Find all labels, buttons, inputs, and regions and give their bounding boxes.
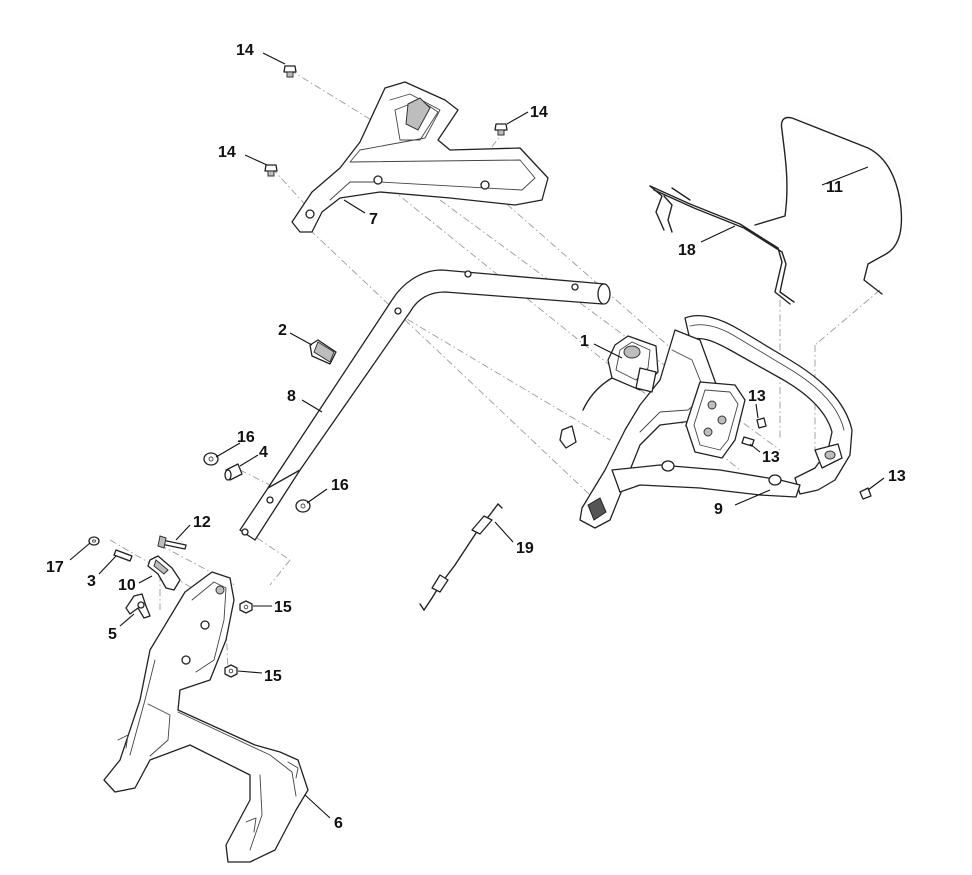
callout-13-right: 13 [888, 468, 906, 485]
part-3-pin [113, 549, 133, 562]
part-2-knob [309, 339, 337, 365]
part-7-handle-cover [291, 81, 549, 233]
part-19-cable [419, 503, 503, 611]
callout-11: 11 [826, 179, 843, 196]
callout-6: 6 [334, 815, 343, 832]
callout-2: 2 [278, 322, 287, 339]
leader-lines [69, 52, 885, 819]
callout-15-bottom: 15 [264, 668, 282, 685]
callout-13-top: 13 [748, 388, 766, 405]
callout-15-top: 15 [274, 599, 292, 616]
part-16-washer-right [295, 499, 311, 513]
part-15-nut-top [239, 600, 253, 614]
callout-13-mid: 13 [762, 449, 780, 466]
callout-5: 5 [108, 626, 117, 643]
callout-1: 1 [580, 333, 589, 350]
screw-13-right [859, 487, 872, 500]
callout-labels: 14 14 14 7 11 18 1 2 8 13 13 13 9 19 16 … [46, 42, 906, 832]
callout-12: 12 [193, 514, 211, 531]
part-4-sleeve [224, 463, 243, 481]
part-6-lower-handle [103, 571, 309, 863]
callout-14-left: 14 [218, 144, 236, 161]
callout-14-top: 14 [236, 42, 254, 59]
part-10-lever [147, 555, 181, 591]
part-8-handle-tube [239, 269, 611, 541]
screw-14-left [264, 164, 278, 177]
callout-16-right: 16 [331, 477, 349, 494]
part-11-bail-wire [751, 110, 908, 295]
part-5-wing-knob [125, 593, 151, 619]
callout-16-left: 16 [237, 429, 255, 446]
callout-17: 17 [46, 559, 64, 576]
part-17-washer [88, 536, 100, 546]
screw-13-top [756, 417, 767, 429]
part-12-bolt [157, 535, 187, 550]
screw-14-top [283, 65, 297, 78]
callout-18: 18 [678, 242, 696, 259]
part-16-washer-left [203, 452, 219, 466]
part-9-upper-handle [579, 315, 853, 529]
part-15-nut-bottom [224, 664, 238, 678]
callout-19: 19 [516, 540, 534, 557]
callout-3: 3 [87, 573, 96, 590]
screw-13-mid [741, 436, 755, 447]
callout-10: 10 [118, 577, 136, 594]
part-1-switch-box [559, 335, 659, 449]
part-18-bail-bracket [649, 185, 795, 305]
callout-7: 7 [369, 211, 378, 228]
callout-14-right: 14 [530, 104, 548, 121]
callout-9: 9 [714, 501, 723, 518]
callout-8: 8 [287, 388, 296, 405]
callout-4: 4 [259, 444, 268, 461]
screw-14-right [494, 123, 508, 136]
